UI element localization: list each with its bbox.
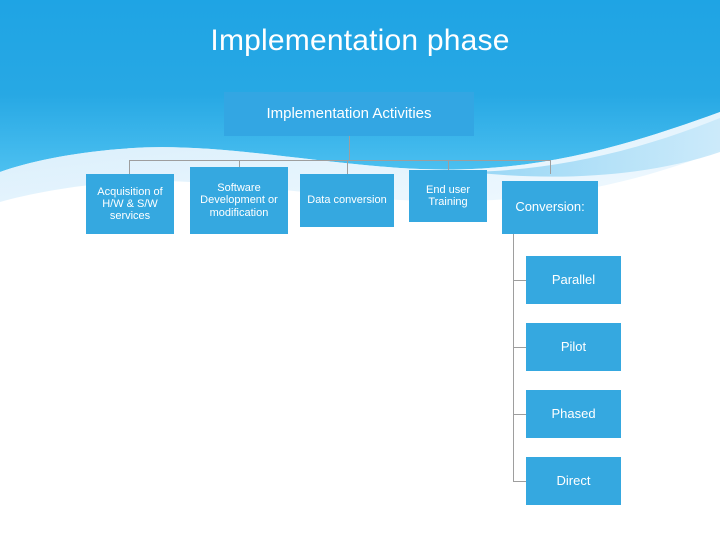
node-label: End user Training (425, 183, 471, 208)
node-label: Implementation Activities (266, 104, 432, 122)
node-label: Phased (551, 405, 596, 421)
connector-branch-direct (513, 481, 526, 482)
node-data-conversion[interactable]: Data conversion (300, 174, 394, 227)
connector-branch-phased (513, 414, 526, 415)
connector-drop-conversion (550, 160, 551, 174)
node-parallel[interactable]: Parallel (526, 256, 621, 304)
connector-drop-data (347, 160, 348, 174)
node-label: Parallel (551, 271, 596, 287)
node-pilot[interactable]: Pilot (526, 323, 621, 371)
connector-horizontal-bus (129, 160, 550, 161)
connector-branch-pilot (513, 347, 526, 348)
header-banner-graphic (0, 0, 720, 202)
node-implementation-activities[interactable]: Implementation Activities (224, 92, 474, 136)
connector-drop-acquisition (129, 160, 130, 174)
node-phased[interactable]: Phased (526, 390, 621, 438)
node-label: Direct (556, 472, 591, 488)
node-conversion[interactable]: Conversion: (502, 181, 598, 234)
page-title: Implementation phase (210, 24, 510, 57)
connector-drop-training (448, 160, 449, 174)
connector-branch-parallel (513, 280, 526, 281)
node-label: Conversion: (515, 199, 585, 215)
node-label: Software Development or modification (200, 182, 278, 219)
node-acquisition[interactable]: Acquisition of H/W & S/W services (86, 174, 174, 234)
node-direct[interactable]: Direct (526, 457, 621, 505)
node-end-user-training[interactable]: End user Training (409, 170, 487, 222)
node-label: Acquisition of H/W & S/W services (97, 185, 163, 223)
connector-root-stem (349, 136, 350, 160)
connector-conversion-spine (513, 234, 514, 481)
node-label: Pilot (560, 338, 587, 354)
node-label: Data conversion (307, 194, 387, 207)
node-software-development[interactable]: Software Development or modification (190, 167, 288, 234)
